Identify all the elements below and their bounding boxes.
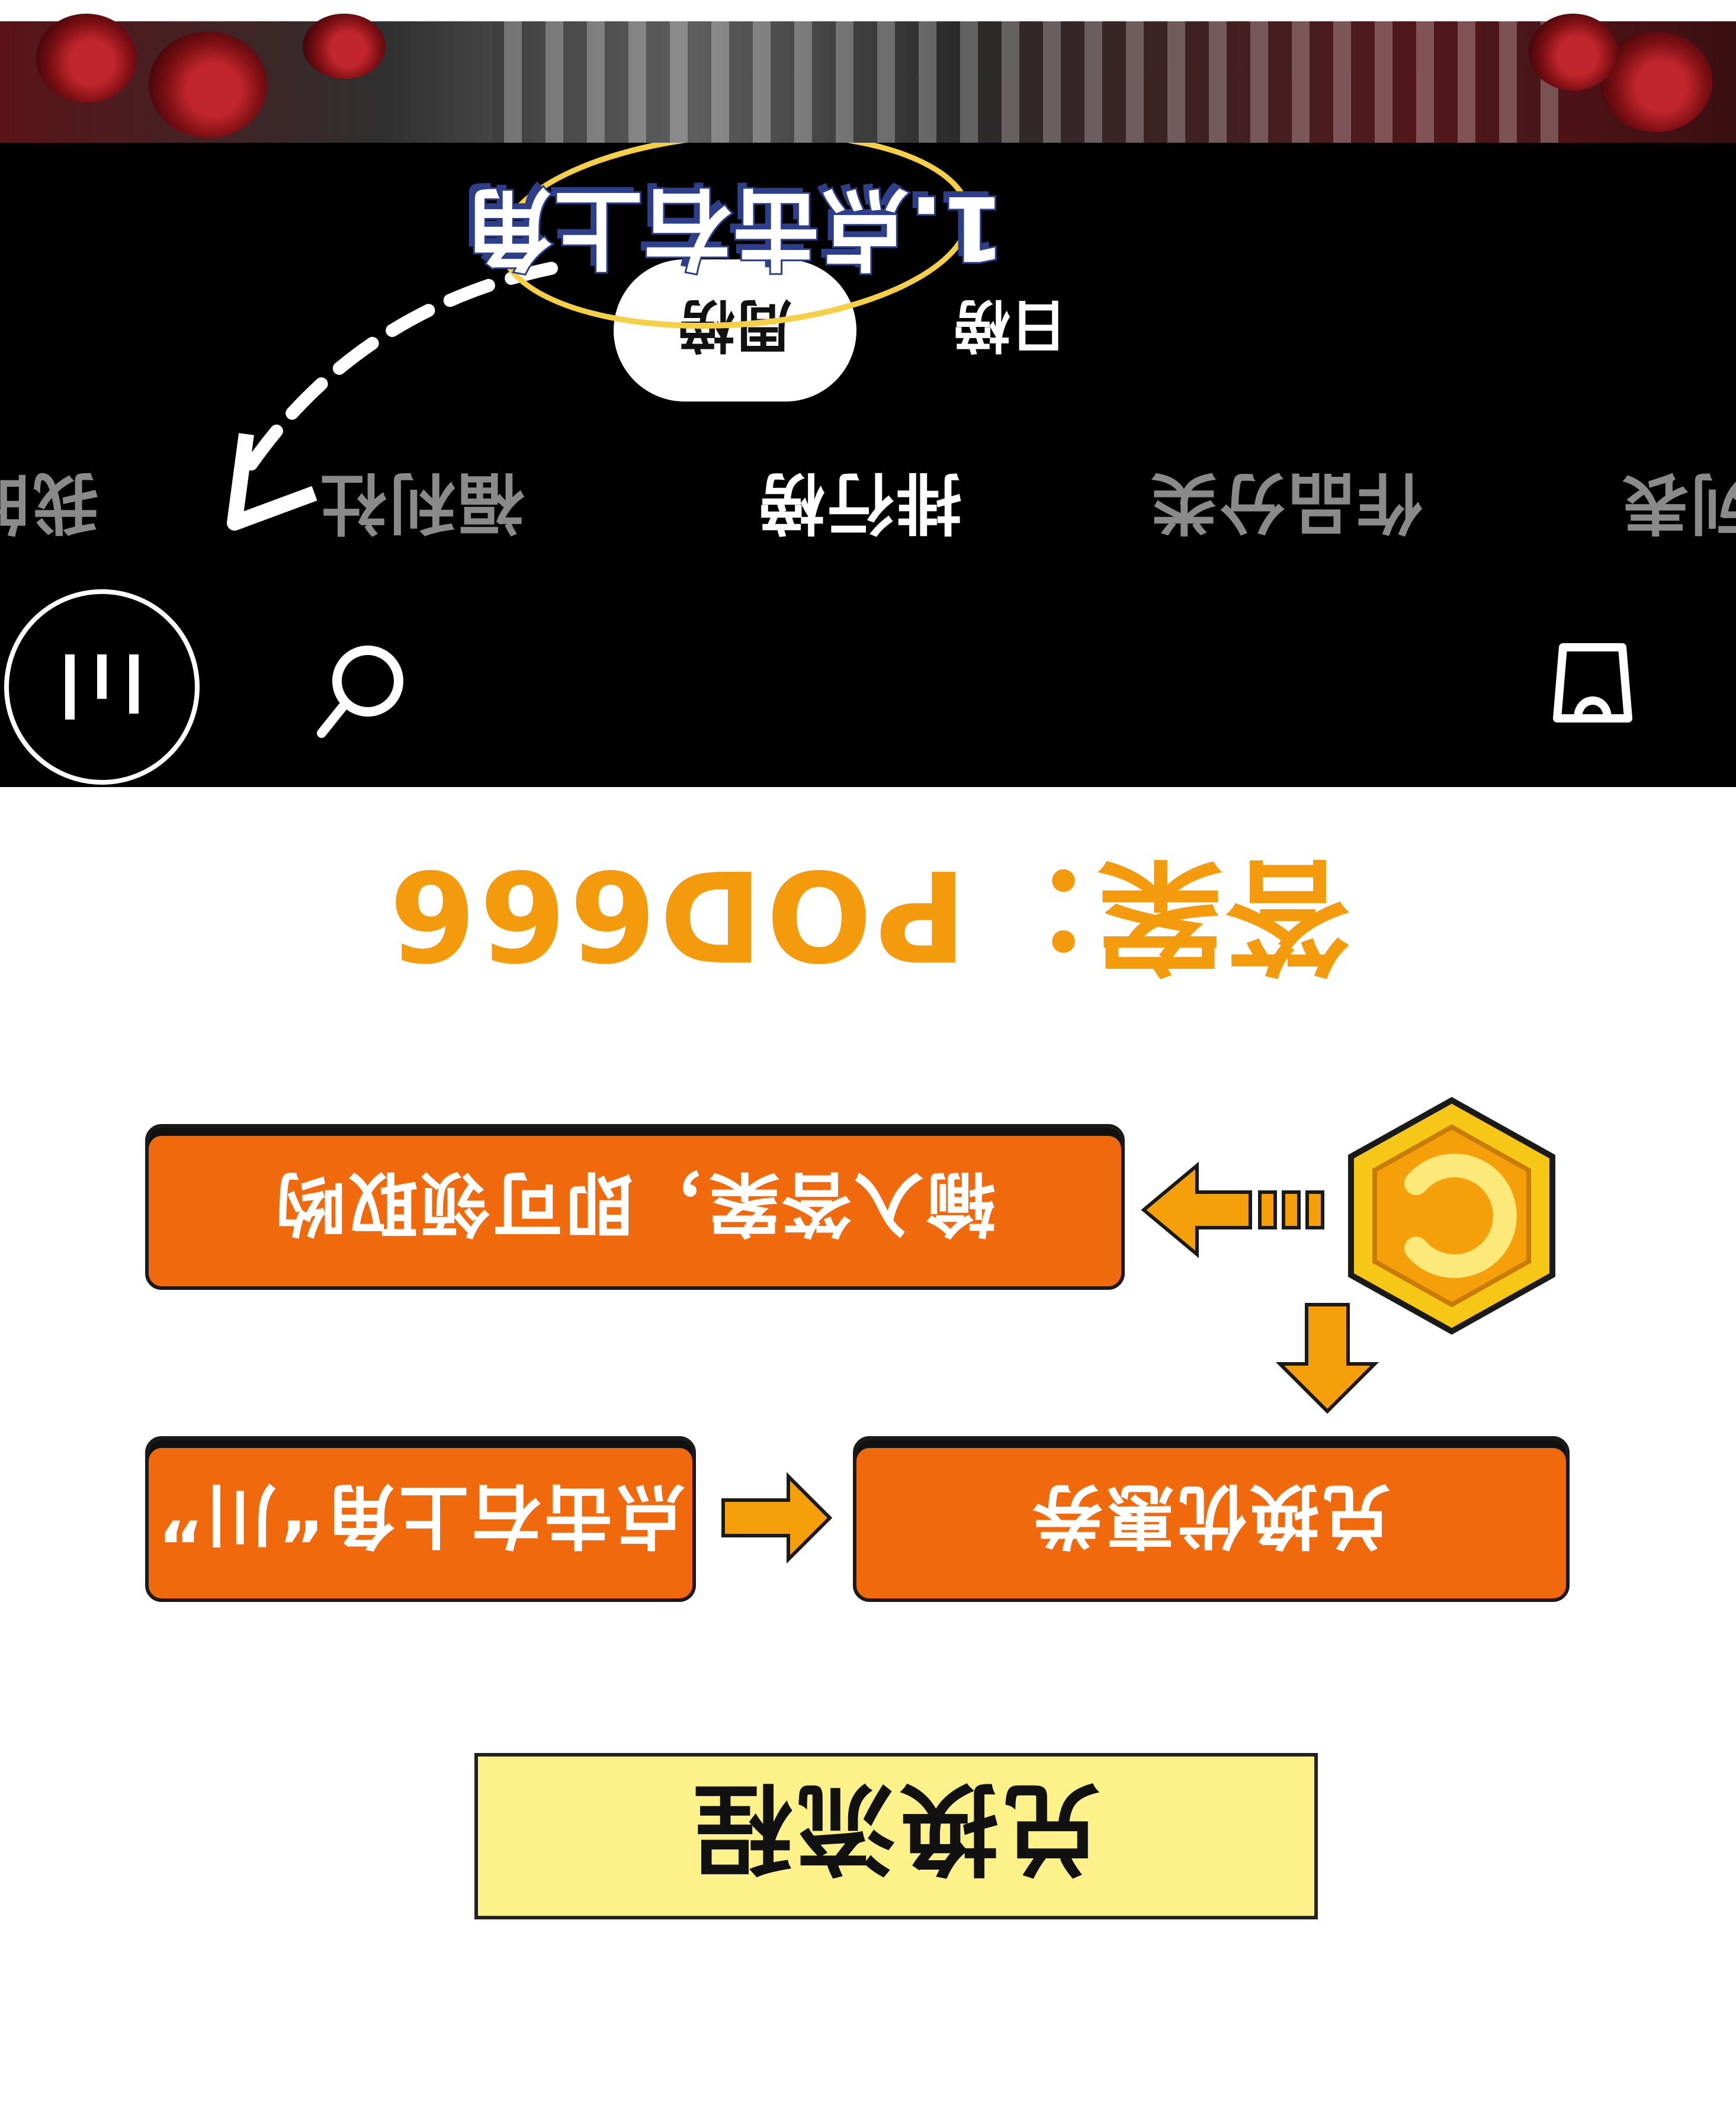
rose-decoration (303, 14, 386, 79)
annotation-arrow (227, 262, 558, 531)
search-icon (317, 646, 403, 738)
shopping-bag-icon (1553, 643, 1632, 723)
coin-icon (1348, 1097, 1555, 1335)
step-enter-answer: 输入答案，即可领取哟 (145, 1124, 1125, 1290)
process-title: 兑换流程 (690, 1770, 1102, 1886)
process-title-note: 兑换流程 (474, 1753, 1318, 1919)
rose-decoration (36, 14, 137, 102)
step-enter-answer-label: 输入答案，即可领取哟 (274, 1163, 997, 1245)
menu-button[interactable] (4, 589, 200, 785)
menu-bars-icon (65, 654, 139, 720)
nav-list[interactable]: 列表 (1620, 464, 1736, 541)
step-redeem-coupon-label: 兑换优惠券 (1031, 1475, 1392, 1557)
arrow-up-icon (1275, 1303, 1379, 1414)
step-tap-top-right: 点击右上角“川” (145, 1436, 696, 1602)
step-tap-top-right-label: 点击右上角“川” (155, 1475, 686, 1557)
answer-code: 答案：POD666 (385, 842, 1351, 987)
arrow-left-icon (721, 1472, 833, 1564)
hero-ornament (492, 21, 1558, 143)
step-redeem-coupon: 兑换优惠券 (853, 1436, 1570, 1602)
arrow-right-icon (1141, 1161, 1324, 1258)
nav-category[interactable]: 作品分类 (1148, 464, 1423, 541)
annotation-text: 1.点击右上角 (463, 175, 1006, 281)
shopping-bag-button[interactable] (1542, 627, 1643, 763)
rose-decoration (149, 31, 267, 138)
rose-decoration (1529, 14, 1618, 91)
nav-ranking[interactable]: 排行榜 (756, 464, 962, 541)
search-button[interactable] (312, 621, 418, 763)
nav-mine[interactable]: 我的 (0, 464, 99, 541)
